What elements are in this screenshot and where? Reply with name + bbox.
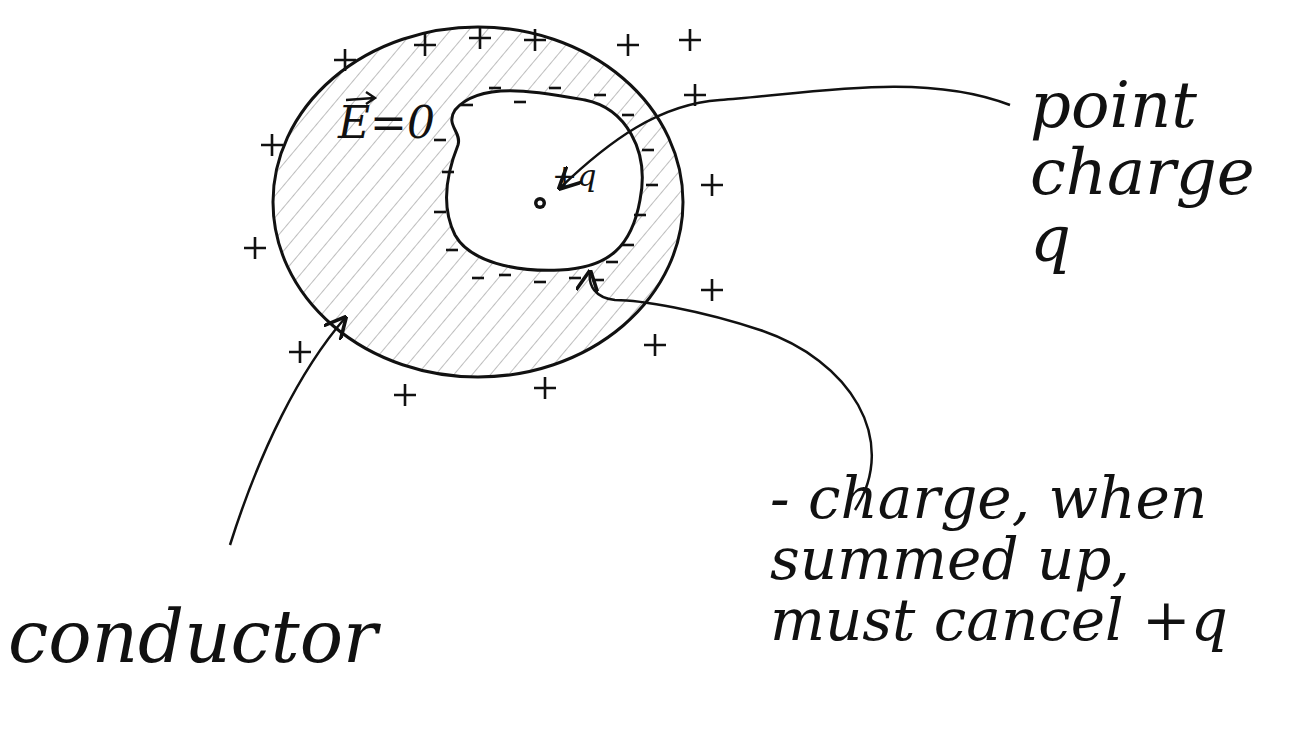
field-label: E=0 [338, 100, 458, 146]
positive-charge-mark [701, 174, 723, 196]
negative-charge-mark [434, 211, 446, 214]
negative-charge-mark [642, 149, 654, 152]
positive-charge-mark [261, 134, 283, 156]
negative-charge-mark [489, 87, 501, 90]
leader-line [560, 87, 1010, 188]
positive-charge-mark [644, 334, 666, 356]
negative-charge-mark [622, 244, 634, 247]
negative-charge-mark [442, 171, 454, 174]
negative-charge-mark [499, 274, 511, 277]
negative-charge-mark [514, 101, 526, 104]
positive-charge-mark [524, 29, 546, 51]
positive-charge-mark [469, 27, 491, 49]
positive-charge-mark [679, 29, 701, 51]
negative-charge-mark [472, 277, 484, 280]
negative-charge-mark [446, 249, 458, 252]
negative-charge-mark [594, 94, 606, 97]
positive-charge-mark [414, 34, 436, 56]
leader-line [230, 318, 345, 545]
positive-charge-mark [244, 237, 266, 259]
negative-charge-mark [592, 279, 604, 282]
callout-label: point charge q [1030, 72, 1300, 274]
negative-charge-mark [434, 139, 446, 142]
callout-label: - charge, when summed up, must cancel +q [770, 468, 1230, 651]
positive-charge-mark [534, 377, 556, 399]
conductor-body [273, 27, 683, 377]
negative-charge-mark [549, 87, 561, 90]
positive-charge-mark [617, 34, 639, 56]
negative-charge-mark [634, 214, 646, 217]
charge-label: +q [552, 160, 632, 192]
positive-charge-marks [244, 27, 723, 406]
negative-charge-mark [461, 104, 473, 107]
negative-charge-mark [646, 184, 658, 187]
negative-charge-mark [622, 114, 634, 117]
positive-charge-mark [701, 279, 723, 301]
negative-charge-mark [534, 281, 546, 284]
callout-label: conductor [8, 600, 388, 676]
positive-charge-mark [334, 49, 356, 71]
negative-charge-mark [569, 277, 581, 280]
negative-charge-marks [434, 88, 658, 282]
negative-charge-mark [606, 261, 618, 264]
positive-charge-mark [289, 341, 311, 363]
positive-charge-mark [394, 384, 416, 406]
